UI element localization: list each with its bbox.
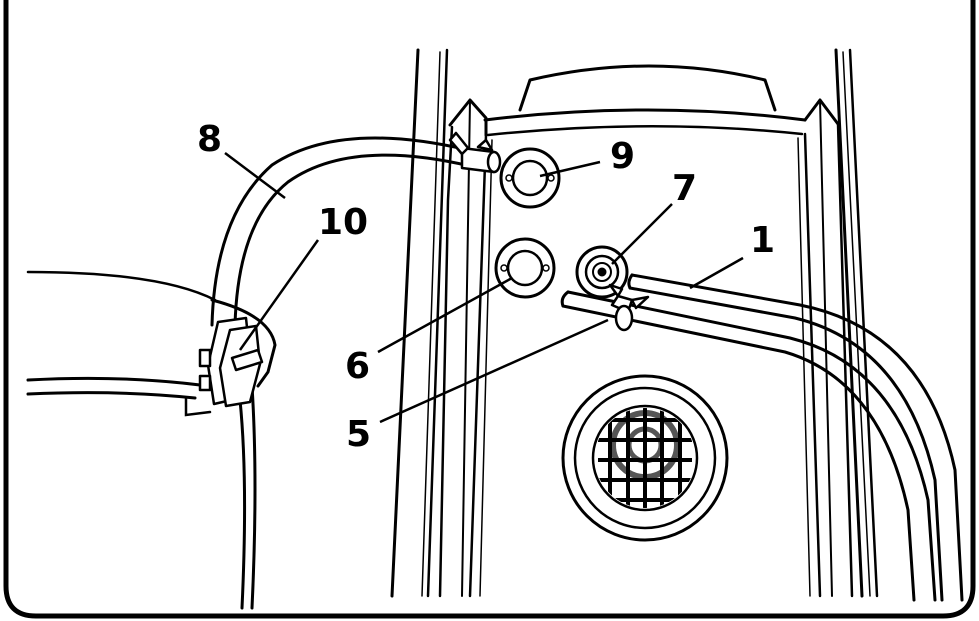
port-9 [499, 147, 561, 209]
frame-border [3, 0, 976, 619]
leader-line-9 [539, 160, 601, 178]
fan-grille [561, 374, 729, 542]
callout-7: 7 [672, 168, 697, 209]
hose-5 [560, 290, 937, 602]
leader-lines [224, 152, 744, 424]
port-6 [494, 237, 556, 299]
hose-1 [627, 273, 964, 602]
port-7 [575, 245, 629, 299]
hose-8-clip [448, 131, 502, 174]
hose-clamp-10 [198, 316, 264, 408]
hose-5-clip [608, 283, 650, 332]
callout-9: 9 [610, 136, 635, 177]
callout-6: 6 [345, 346, 370, 387]
leader-line-1 [689, 256, 744, 290]
leader-line-7 [611, 203, 673, 265]
leader-line-6 [377, 276, 513, 354]
appliance-body [390, 48, 879, 598]
callout-1: 1 [750, 220, 775, 261]
leader-line-10 [238, 239, 320, 351]
callout-5: 5 [346, 414, 371, 455]
leader-line-5 [379, 318, 609, 424]
callout-10: 10 [318, 202, 368, 243]
leader-line-8 [224, 152, 286, 199]
callout-8: 8 [197, 119, 222, 160]
hose-8 [210, 136, 472, 327]
